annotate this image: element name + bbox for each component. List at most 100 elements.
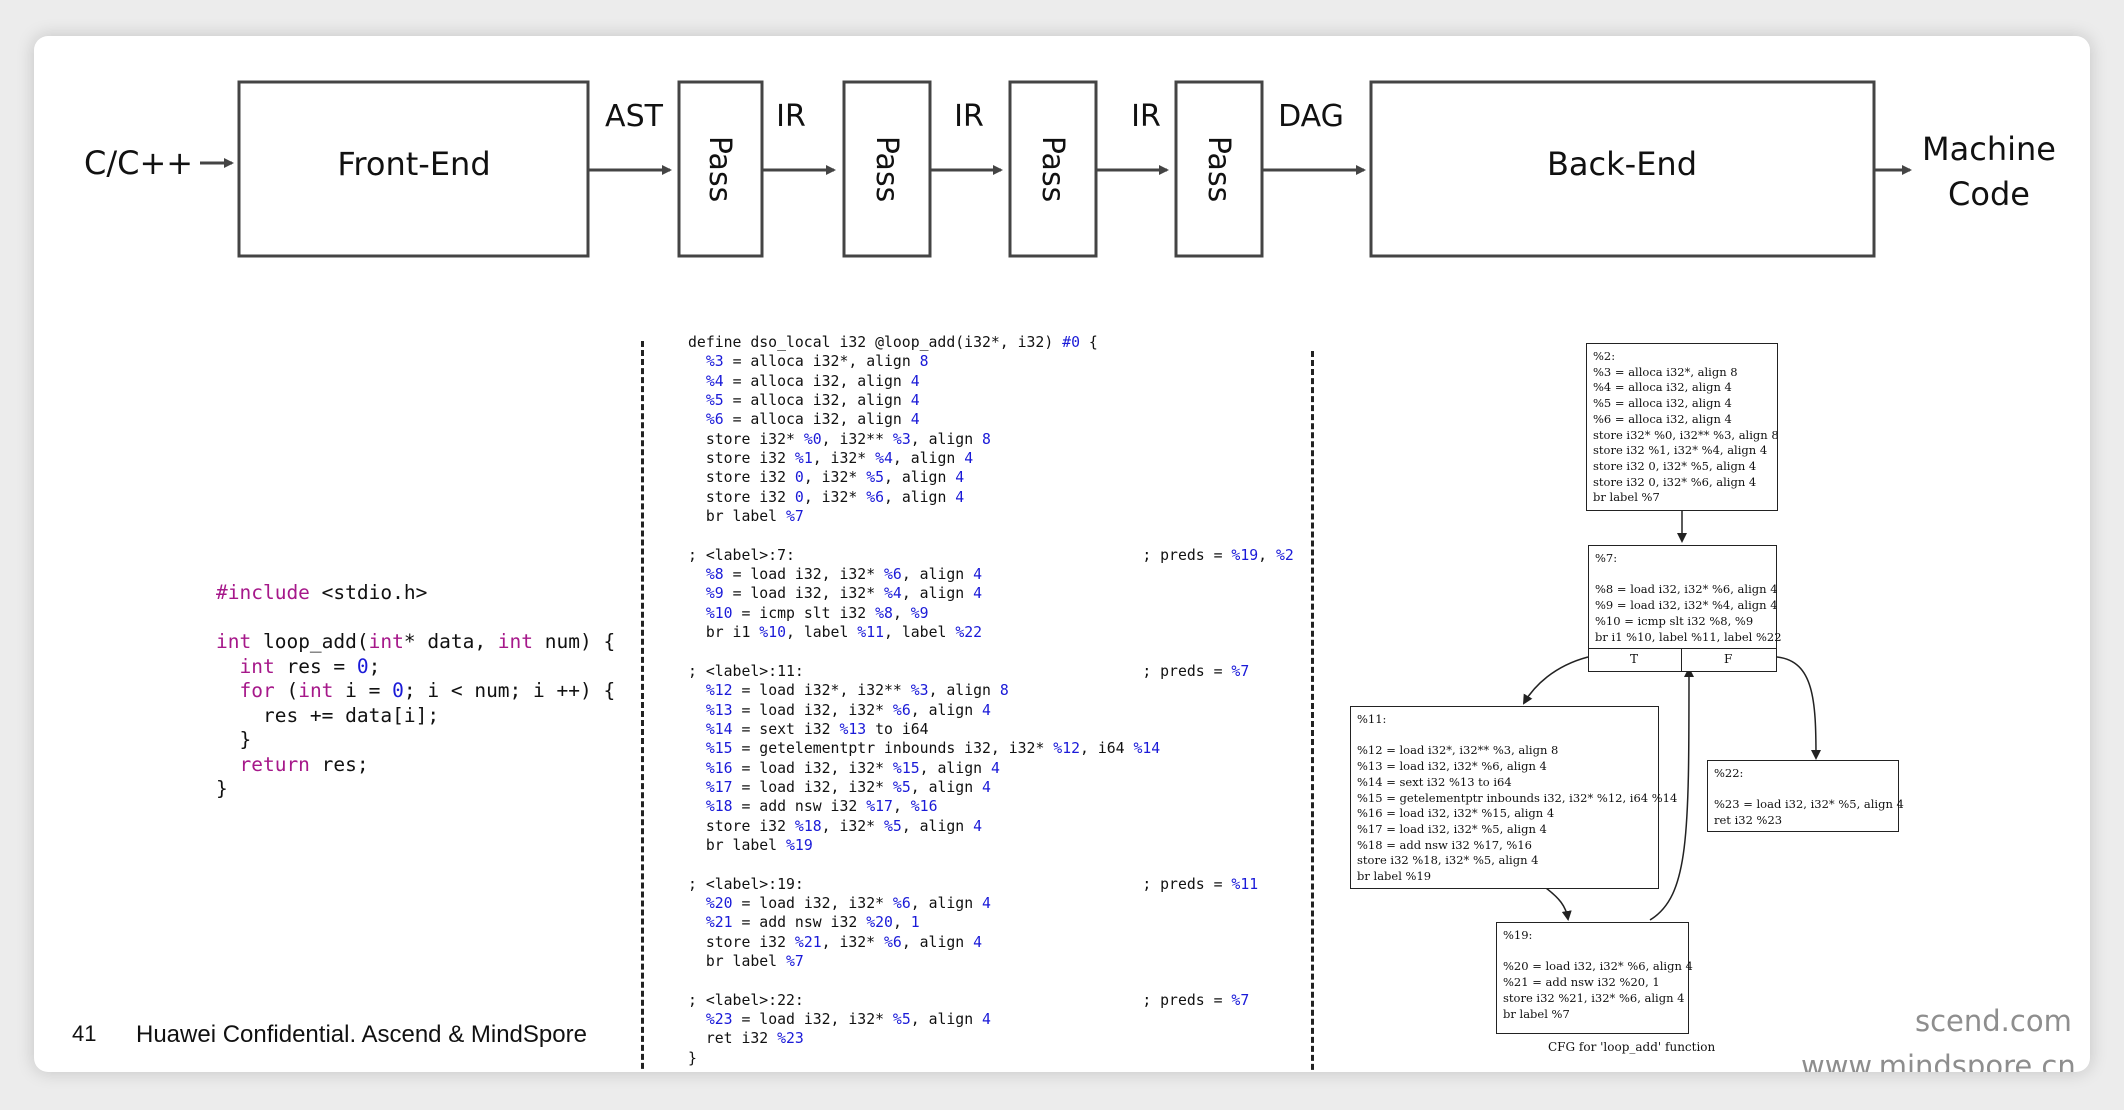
ir-code-line: ret i32 %23 [688,1029,1302,1048]
code-token: %16 [910,798,938,816]
code-token: br label [688,836,786,854]
code-token: %13 [705,701,733,719]
pass-label-2: Pass [869,136,904,202]
ir-code-line: br label %7 [688,952,1302,971]
cfg-edge-7-true-to-11 [1522,656,1589,705]
code-token: , align [919,759,991,777]
code-token: loop_add( [251,630,369,653]
code-token: %9 [705,585,724,603]
code-token: %11 [1231,875,1259,893]
pass-label-4: Pass [1201,136,1236,202]
code-token: = icmp slt i32 [732,604,876,622]
code-token: %6 [892,701,911,719]
ir-code-line: %23 = load i32, i32* %5, align 4 [688,1010,1302,1029]
code-token: %7 [786,953,804,970]
code-token: %7 [1231,662,1250,680]
page-number: 41 [72,1021,97,1046]
code-token: %5 [884,817,902,835]
code-token: 4 [982,1011,991,1029]
code-token: for [239,679,275,702]
code-token: %6 [866,488,885,506]
c-code-line: } [216,728,615,753]
output-label-line2: Code [1948,175,2030,213]
pass-label-3: Pass [1035,136,1070,202]
code-token: = alloca i32*, align [723,353,920,371]
ir-code-line: store i32 %21, i32* %6, align 4 [688,933,1302,952]
code-token: , [892,604,911,622]
code-token: 0 [392,679,404,702]
code-token: = alloca i32, align [723,372,911,390]
code-token: 0 [794,469,804,487]
code-token: 0 [356,654,369,678]
ir-code-line: store i32 %18, i32* %5, align 4 [688,817,1302,836]
ir-code-line: %12 = load i32*, i32** %3, align 8 [688,681,1302,700]
code-token: to i64 [866,720,929,738]
code-token: %5 [892,1011,911,1029]
code-token: store i32 [688,469,795,487]
code-token: , [892,798,911,816]
code-token: ret i32 [688,1030,778,1048]
code-token: , i32** [821,430,893,448]
divider-left [641,341,644,1072]
code-token: store i32 [688,488,795,506]
ir-code-line: %13 = load i32, i32* %6, align 4 [688,701,1302,720]
ir-code-line: %18 = add nsw i32 %17, %16 [688,797,1302,816]
ir-code-line: ; <label>:22: ; preds = %7 [688,991,1302,1010]
ir-code-line: %16 = load i32, i32* %15, align 4 [688,759,1302,778]
watermark-line2: www.mindspore.cn [1801,1049,2076,1072]
code-token: 8 [919,353,929,371]
cfg-node-7-branch-divider [1588,648,1777,649]
cfg-edge-19-to-7 [1649,667,1694,921]
code-token: = add nsw i32 [732,914,867,932]
ir-code-line: store i32* %0, i32** %3, align 8 [688,430,1302,449]
code-token: res += data[i]; [216,703,440,727]
code-token: 4 [973,566,983,584]
code-token: %18 [705,798,733,816]
code-token: = load i32, i32* [732,701,893,719]
divider-right [1311,351,1314,1072]
ir-code-line: %5 = alloca i32, align 4 [688,391,1302,410]
ir-code-line: ; <label>:11: ; preds = %7 [688,662,1302,681]
backend-label: Back-End [1547,145,1697,183]
ir-code-line: br i1 %10, label %11, label %22 [688,623,1302,642]
code-token: %4 [884,585,902,603]
code-token: #include [216,581,310,604]
cfg-edges [1522,510,1821,921]
code-token: %10 [705,604,733,622]
ir-code-line: %3 = alloca i32*, align 8 [688,352,1302,371]
code-token: 4 [982,894,991,912]
code-token: %3 [910,682,929,700]
code-token: %3 [892,430,911,448]
code-token: %10 [759,624,787,642]
frontend-box [237,80,590,258]
code-token: = getelementptr inbounds i32, i32* [732,740,1054,758]
code-token: %17 [866,798,893,816]
code-token: , label [884,624,956,642]
watermark-line1: scend.com [1915,1004,2072,1038]
code-token: 4 [982,701,991,719]
code-token: res = [274,654,357,678]
code-token: , align [910,894,983,912]
code-token: { [1079,334,1098,351]
pass-label-1: Pass [702,136,737,202]
code-token: store i32 [688,817,795,835]
code-token: %8 [875,604,893,622]
code-token: , align [910,1011,983,1029]
code-token: %19 [1231,546,1259,564]
cfg-node-entry: %2: %3 = alloca i32*, align 8 %4 = alloc… [1586,343,1779,511]
code-token: %14 [705,720,733,738]
confidential-notice: Huawei Confidential. Ascend & MindSpore [136,1021,587,1048]
code-token: } [688,1049,697,1067]
code-token: %20 [705,894,733,912]
code-token: %4 [875,450,893,468]
code-token: , i32* [803,488,867,506]
ir-code-line: store i32 %1, i32* %4, align 4 [688,449,1302,468]
code-token: %21 [794,933,822,951]
cfg-node-19: %19: %20 = load i32, i32* %6, align 4 %2… [1496,922,1693,1034]
code-token: 4 [982,778,991,796]
code-token: %7 [786,508,804,526]
code-token: %6 [884,566,902,584]
c-code-line: } [216,777,615,802]
ir-code-line: ; <label>:19: ; preds = %11 [688,875,1302,894]
code-token: int [497,630,534,653]
